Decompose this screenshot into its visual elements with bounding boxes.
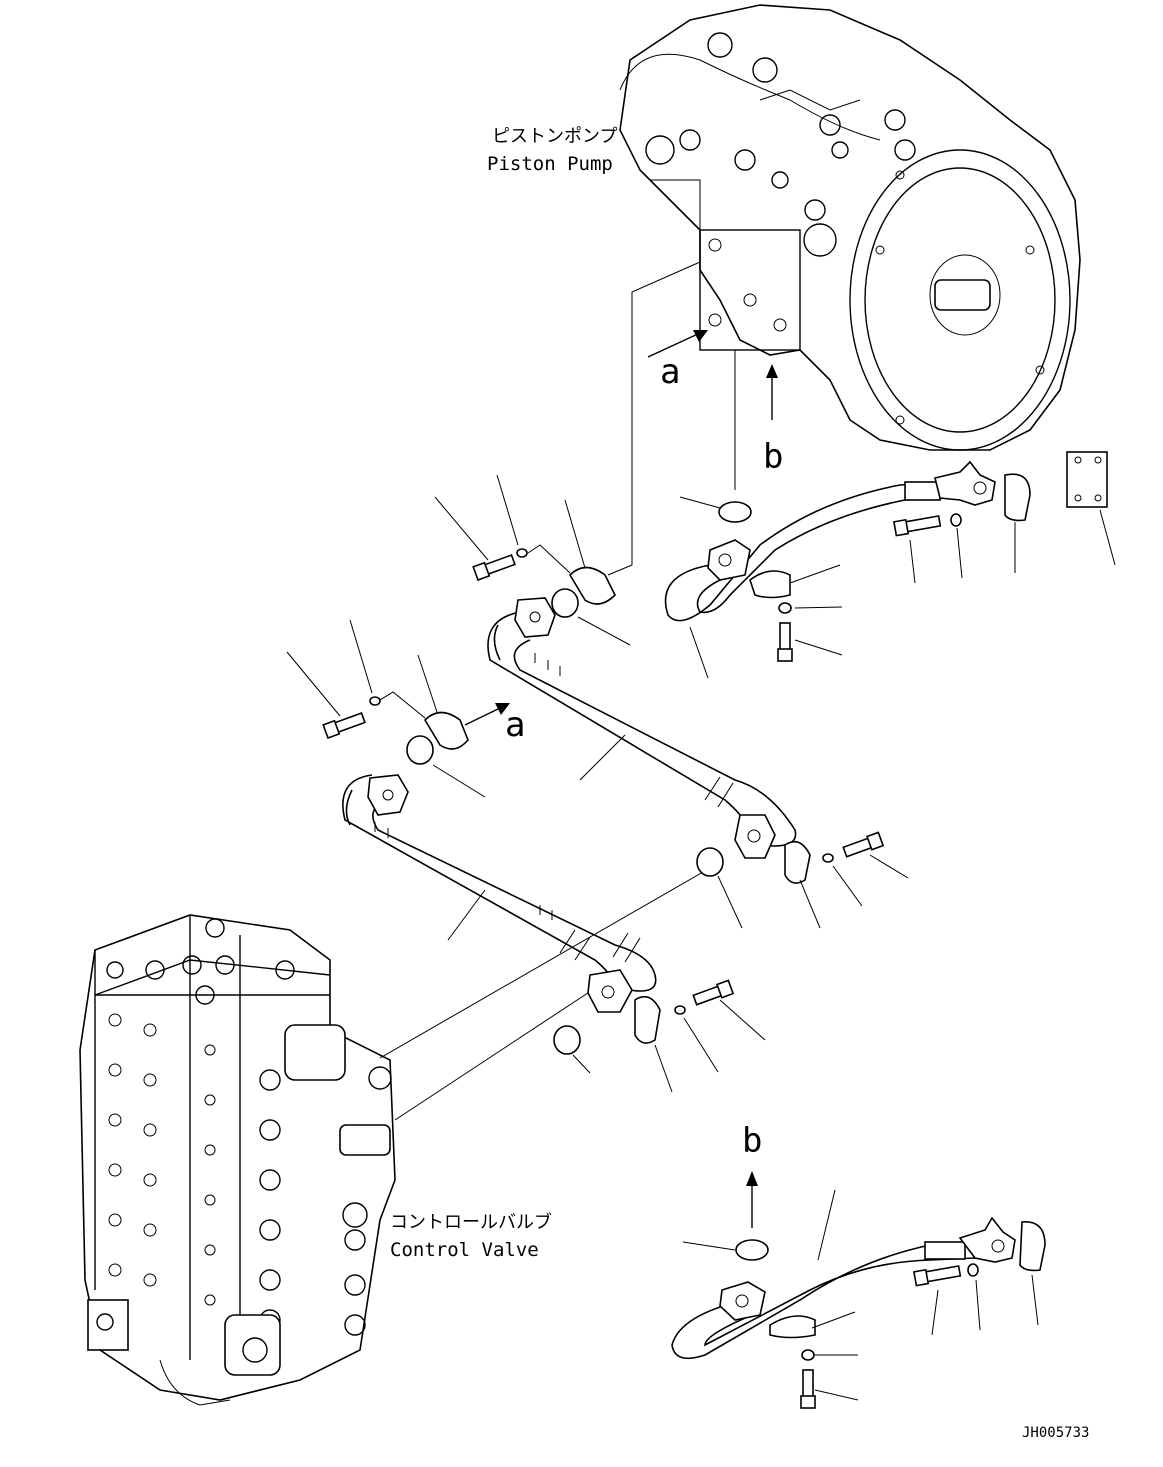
- drain-hose-assembly-upper: [664, 460, 1031, 679]
- arrow-b-detail-label: b: [742, 1121, 762, 1161]
- piston-pump: [619, 4, 1081, 451]
- control-valve-ports-right: [259, 1069, 366, 1336]
- arrow-b-pump: b: [763, 364, 783, 477]
- leader-valve-upper: [379, 867, 711, 1059]
- drawing-id: JH005733: [1022, 1425, 1089, 1441]
- detail-b: b: [671, 1121, 1046, 1409]
- split-flange-1: [568, 566, 616, 605]
- washer-4: [674, 1005, 686, 1015]
- leader-lower-hose: [447, 889, 486, 941]
- leader-valve-lower: [394, 984, 601, 1121]
- washer-3: [822, 853, 834, 863]
- o-ring-6: [735, 1239, 769, 1261]
- split-flange-3: [784, 840, 811, 884]
- o-ring-2: [406, 735, 434, 765]
- mid-flange-hardware: [696, 831, 909, 929]
- bolt-3: [842, 831, 885, 858]
- control-valve: [79, 914, 396, 1406]
- washer-1: [516, 548, 528, 558]
- arrow-a-pump: a: [647, 330, 708, 392]
- o-ring-4: [553, 1025, 581, 1055]
- control-valve-ports-left: [108, 1013, 216, 1306]
- arrow-a-pump-label: a: [660, 352, 680, 392]
- lower-hose-assembly: [342, 774, 657, 1013]
- upper-hose-assembly: [487, 597, 797, 859]
- piston-pump-label-en: Piston Pump: [487, 153, 613, 175]
- bolt-2: [322, 712, 366, 740]
- split-flange-4: [634, 995, 661, 1044]
- arrow-a-valve-label: a: [505, 705, 525, 745]
- washer-2: [369, 696, 381, 706]
- arrow-b-pump-label: b: [763, 437, 783, 477]
- o-ring-1: [551, 588, 579, 618]
- split-flange-2: [423, 711, 469, 750]
- o-ring-3: [696, 847, 724, 877]
- pad-block: [1066, 451, 1116, 566]
- control-valve-label-jp: コントロールバルブ: [390, 1211, 552, 1233]
- valve-flange-hardware-a: a: [286, 619, 525, 798]
- o-ring-5: [718, 501, 752, 523]
- pump-flange-hardware: [434, 474, 631, 646]
- bolt-1: [472, 554, 516, 582]
- leader-upper-hose: [579, 734, 626, 781]
- lower-flange-hardware: [553, 979, 766, 1093]
- bolt-4: [692, 979, 735, 1006]
- control-valve-label-en: Control Valve: [390, 1239, 539, 1261]
- leader-pump-port-a: [607, 261, 701, 576]
- piston-pump-label-jp: ピストンポンプ: [492, 126, 617, 147]
